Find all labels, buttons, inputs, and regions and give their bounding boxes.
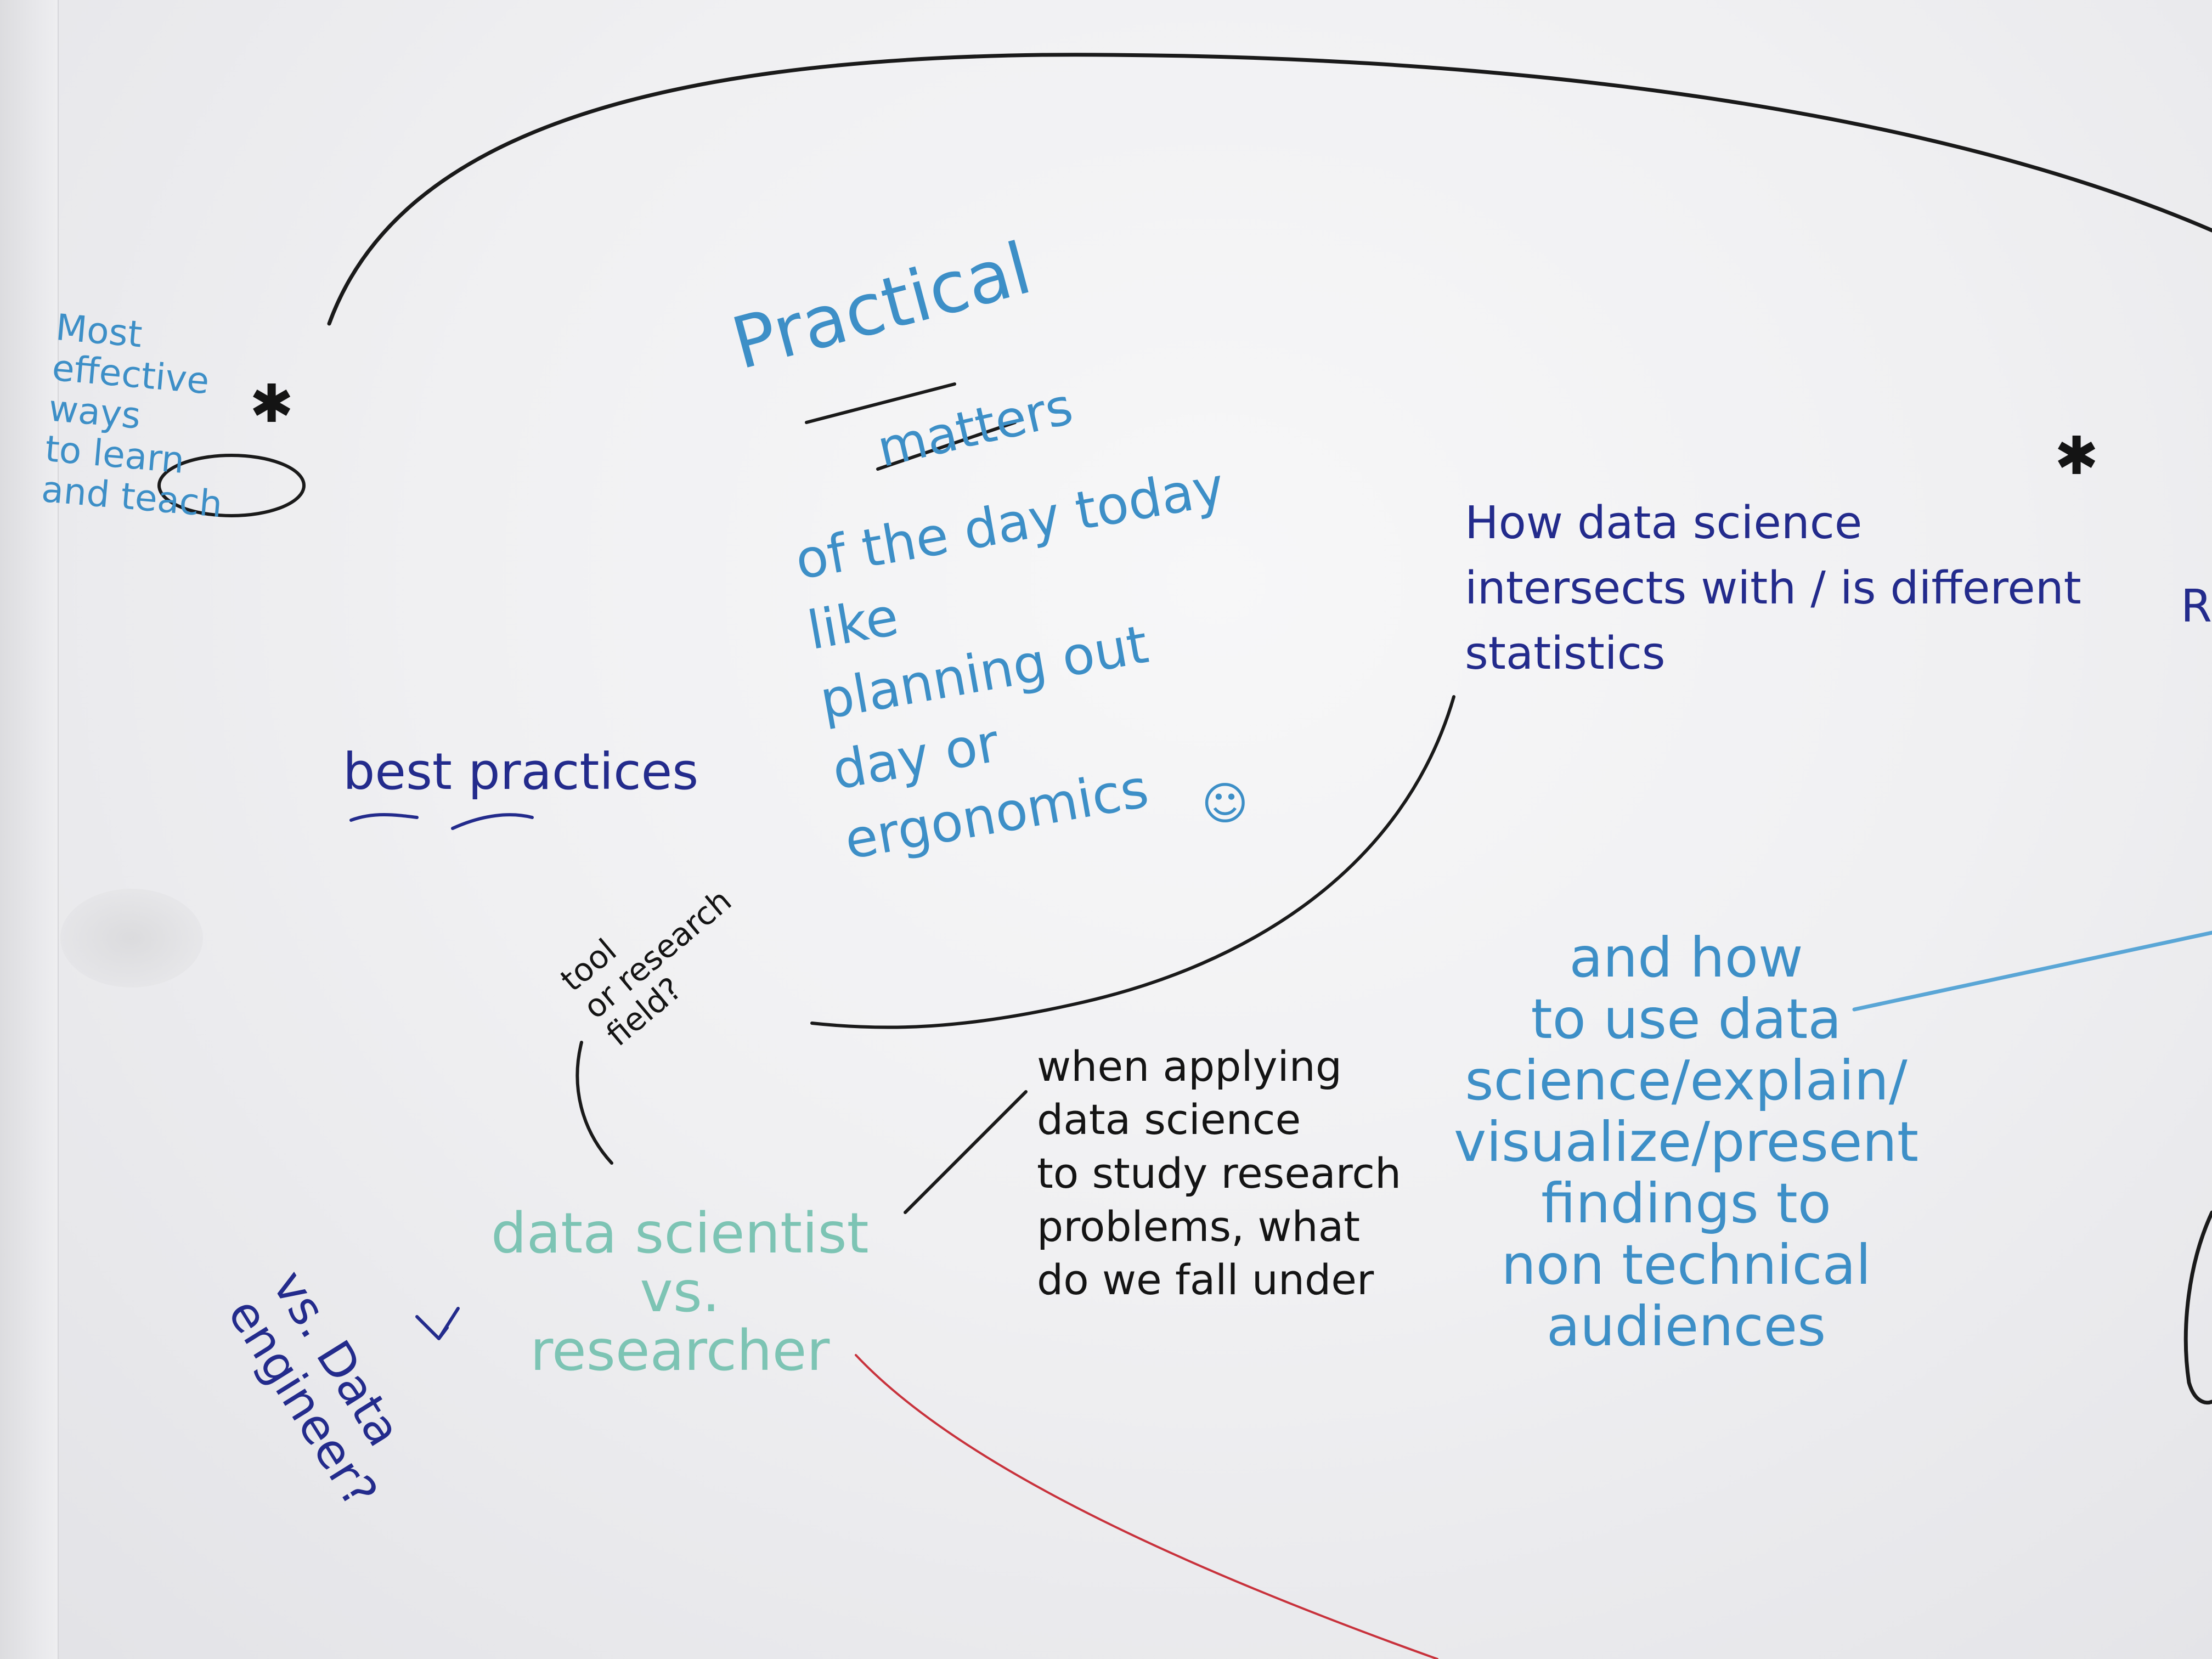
marker-smudge (60, 889, 203, 988)
red-curve-stroke (855, 1354, 1438, 1659)
note-most-effective: Most effective ways to learn and teach (40, 306, 224, 526)
tool-line-stroke (575, 1041, 613, 1165)
note-best-practices: best practices (343, 742, 699, 801)
small-arrow-stroke (415, 1307, 460, 1340)
practical-underline-stroke (805, 382, 956, 424)
right-blue-line-stroke (1852, 930, 2212, 1012)
best-underline-stroke (349, 813, 419, 822)
far-right-curve-stroke (2183, 1210, 2212, 1405)
asterisk-right: ✱ (2055, 425, 2099, 487)
matters-underline-stroke (876, 421, 1017, 471)
note-how-data-science: How data science intersects with / is di… (1465, 497, 2081, 680)
learn-circle-stroke (157, 454, 306, 517)
practices-underline-stroke (451, 813, 534, 830)
note-and-how: and how to use data science/explain/ vis… (1454, 926, 1919, 1358)
note-data-scientist: data scientist vs. researcher (491, 1201, 869, 1384)
top-arc-stroke (327, 53, 2212, 326)
applying-line-stroke (904, 1090, 1028, 1214)
asterisk-left: ✱ (250, 373, 294, 435)
note-when-applying: when applying data science to study rese… (1037, 1042, 1402, 1305)
note-edge-letter: R (2181, 580, 2212, 633)
smiley-face: ☺ (1201, 778, 1249, 830)
connector-curve-stroke (810, 695, 1455, 1029)
whiteboard-edge (0, 0, 59, 1659)
